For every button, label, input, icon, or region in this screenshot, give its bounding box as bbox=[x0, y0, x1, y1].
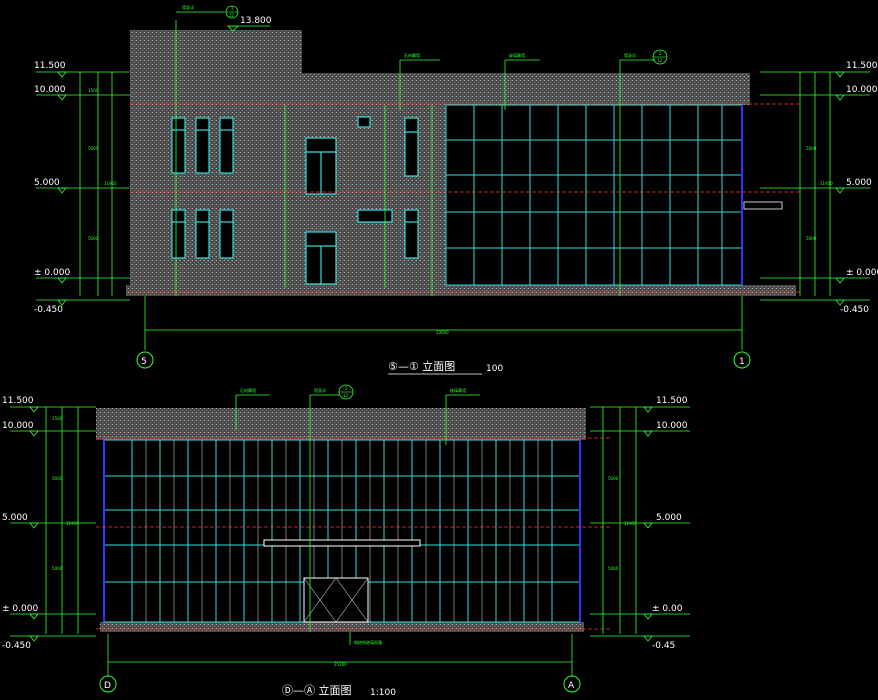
axis-bubble-5 bbox=[136, 351, 154, 369]
svg-text:1: 1 bbox=[231, 6, 234, 11]
svg-text:5000: 5000 bbox=[52, 476, 63, 481]
dimension-values-top: 1500 5000 5000 11950 5000 5000 11950 336… bbox=[88, 88, 833, 335]
stair-tower bbox=[130, 30, 302, 73]
axis-bubbles-top: 5 1 bbox=[136, 351, 751, 369]
svg-text:5000: 5000 bbox=[608, 566, 619, 571]
svg-text:12: 12 bbox=[229, 13, 235, 18]
level-lines-top bbox=[130, 103, 800, 293]
stone-parapet bbox=[446, 73, 750, 105]
level-top-13800: 13.800 bbox=[240, 16, 272, 26]
dimension-lines-top bbox=[36, 11, 870, 350]
axis-label-a: A bbox=[568, 681, 575, 691]
svg-text:5000: 5000 bbox=[806, 236, 817, 241]
axis-bubbles-bottom: D A bbox=[99, 675, 581, 693]
svg-text:2: 2 bbox=[659, 51, 662, 56]
level-left-bottom-10000: 10.000 bbox=[2, 421, 34, 431]
level-right-bottom-11500: 11.500 bbox=[656, 396, 688, 406]
level-right-bottom-0000: ± 0.00 bbox=[652, 604, 683, 614]
stone-parapet-bottom bbox=[96, 408, 586, 440]
label-glass-curtain-wall: 玻璃幕墙 bbox=[509, 52, 525, 58]
level-right-bottom-10000: 10.000 bbox=[656, 421, 688, 431]
title-scale-top: 100 bbox=[486, 364, 503, 374]
level-left-10000: 10.000 bbox=[34, 85, 66, 95]
label-steel-glass-canopy: 钢结构玻璃雨篷 bbox=[354, 639, 382, 645]
svg-text:12: 12 bbox=[657, 58, 663, 63]
ground-plinth bbox=[126, 285, 796, 296]
svg-text:11950: 11950 bbox=[104, 181, 117, 186]
axis-bubble-a bbox=[563, 675, 581, 693]
level-right-0000: ± 0.000 bbox=[846, 268, 878, 278]
axis-label-1: 1 bbox=[739, 357, 745, 367]
levels-left-top bbox=[57, 71, 67, 306]
svg-text:11950: 11950 bbox=[624, 521, 637, 526]
level-lines-bottom bbox=[96, 437, 610, 630]
entrance-canopy bbox=[263, 539, 421, 623]
level-left-bottom-0000: ± 0.000 bbox=[2, 604, 38, 614]
level-left-minus0450: -0.450 bbox=[34, 305, 63, 315]
label-stone-curtain-wall-bottom: 石材幕墙 bbox=[240, 387, 256, 393]
axis-bubble-d bbox=[99, 675, 117, 693]
svg-text:11950: 11950 bbox=[66, 521, 79, 526]
svg-text:5000: 5000 bbox=[88, 146, 99, 151]
svg-text:1500: 1500 bbox=[52, 416, 63, 421]
windows-left-top bbox=[171, 116, 419, 285]
level-left-11500: 11.500 bbox=[34, 61, 66, 71]
level-right-minus0450: -0.450 bbox=[840, 305, 869, 315]
svg-text:12: 12 bbox=[343, 393, 349, 398]
axis-label-5: 5 bbox=[141, 357, 147, 367]
level-left-bottom-11500: 11.500 bbox=[2, 396, 34, 406]
levels-right-bottom bbox=[643, 406, 653, 642]
level-right-bottom-5000: 5.000 bbox=[656, 513, 682, 523]
detail-mark-top-2: 2 12 bbox=[652, 49, 668, 65]
svg-text:5000: 5000 bbox=[806, 146, 817, 151]
axis-bubble-1 bbox=[733, 351, 751, 369]
level-right-11500: 11.500 bbox=[846, 61, 878, 71]
axis-label-d: D bbox=[104, 681, 111, 691]
detail-mark-top-1: 1 12 bbox=[225, 5, 239, 19]
label-wall-detail-1: 墙身详 bbox=[182, 4, 194, 10]
svg-text:1500: 1500 bbox=[88, 88, 99, 93]
levels-right-top bbox=[835, 71, 845, 306]
level-right-bottom-minus0450: -0.45 bbox=[652, 641, 675, 651]
canopy-top bbox=[743, 201, 783, 210]
dimension-lines-bottom bbox=[10, 394, 690, 676]
svg-text:5000: 5000 bbox=[608, 476, 619, 481]
level-left-5000: 5.000 bbox=[34, 178, 60, 188]
title-elevation-5-1: ⑤—① 立面图 bbox=[388, 359, 455, 373]
label-glass-curtain-wall-bottom: 玻璃幕墙 bbox=[450, 387, 466, 393]
level-right-10000: 10.000 bbox=[846, 85, 878, 95]
ground-plinth-bottom bbox=[100, 622, 584, 632]
title-scale-bottom: 1:100 bbox=[370, 688, 396, 698]
detail-mark-bottom-2: 2 12 bbox=[338, 384, 354, 400]
label-wall-detail-2: 墙身详 bbox=[624, 52, 636, 58]
label-stone-curtain-wall: 石材幕墙 bbox=[404, 52, 420, 58]
svg-text:25200: 25200 bbox=[334, 662, 347, 667]
stone-facade-main bbox=[130, 73, 446, 293]
elevation-5-1: 1500 5000 5000 11950 5000 5000 11950 336… bbox=[34, 4, 878, 375]
svg-text:11950: 11950 bbox=[820, 181, 833, 186]
level-left-0000: ± 0.000 bbox=[34, 268, 70, 278]
glass-curtain-wall-top bbox=[445, 104, 743, 286]
svg-text:2: 2 bbox=[345, 386, 348, 391]
level-left-bottom-5000: 5.000 bbox=[2, 513, 28, 523]
elevation-d-a: 1500 5000 5000 11950 5000 5000 11950 252… bbox=[2, 384, 690, 698]
svg-text:33600: 33600 bbox=[436, 330, 449, 335]
svg-text:5000: 5000 bbox=[88, 236, 99, 241]
title-elevation-d-a: Ⓓ—Ⓐ 立面图 bbox=[282, 683, 352, 697]
level-left-bottom-minus0450: -0.450 bbox=[2, 641, 31, 651]
label-wall-detail-bottom: 墙身详 bbox=[314, 387, 326, 393]
level-right-5000: 5.000 bbox=[846, 178, 872, 188]
svg-text:5000: 5000 bbox=[52, 566, 63, 571]
levels-left-bottom bbox=[29, 406, 39, 642]
dimension-values-bottom: 1500 5000 5000 11950 5000 5000 11950 252… bbox=[52, 416, 637, 667]
